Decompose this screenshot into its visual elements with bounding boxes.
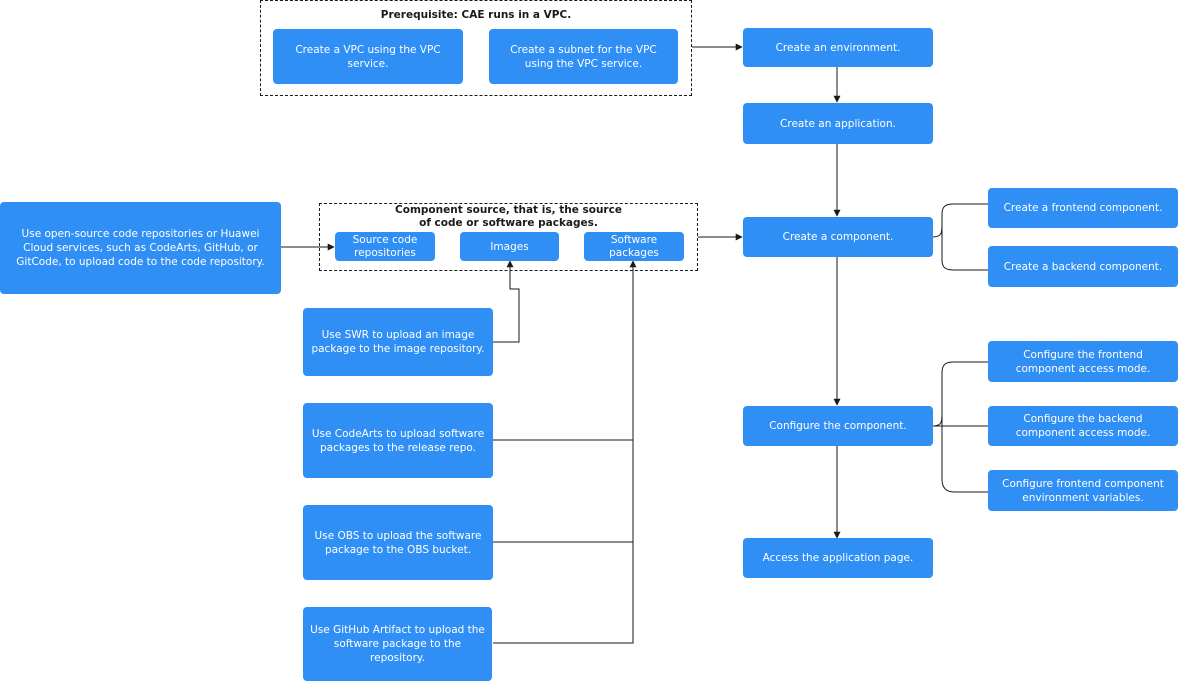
create-vpc-node: Create a VPC using the VPC service. [273, 29, 463, 84]
brace-create-component [931, 203, 988, 271]
open-source-upload-node: Use open-source code repositories or Hua… [0, 202, 281, 294]
create-frontend-node: Create a frontend component. [988, 188, 1178, 228]
create-component-node: Create a component. [743, 217, 933, 257]
create-backend-node: Create a backend component. [988, 246, 1178, 287]
configure-backend-access-node: Configure the backend component access m… [988, 406, 1178, 446]
configure-frontend-env-node: Configure frontend component environment… [988, 470, 1178, 511]
source-code-repos-node: Source code repositories [335, 232, 435, 261]
codearts-upload-node: Use CodeArts to upload software packages… [303, 403, 493, 478]
images-node: Images [460, 232, 559, 261]
prerequisite-title: Prerequisite: CAE runs in a VPC. [380, 9, 572, 21]
github-artifact-upload-node: Use GitHub Artifact to upload the softwa… [303, 607, 492, 681]
configure-frontend-access-node: Configure the frontend component access … [988, 341, 1178, 382]
arrow-swr-to-images [493, 260, 520, 343]
configure-component-node: Configure the component. [743, 406, 933, 446]
create-environment-node: Create an environment. [743, 28, 933, 67]
create-subnet-node: Create a subnet for the VPC using the VP… [489, 29, 678, 84]
software-packages-node: Software packages [584, 232, 684, 261]
component-source-group: Component source, that is, the source of… [319, 203, 698, 271]
create-application-node: Create an application. [743, 103, 933, 144]
arrow-artifact-to-packages [493, 260, 637, 644]
obs-upload-node: Use OBS to upload the software package t… [303, 505, 493, 580]
component-source-title: Component source, that is, the source of… [395, 204, 622, 229]
prerequisite-group: Prerequisite: CAE runs in a VPC. [260, 0, 692, 96]
brace-configure-component [931, 361, 988, 493]
access-page-node: Access the application page. [743, 538, 933, 578]
swr-upload-node: Use SWR to upload an image package to th… [303, 308, 493, 376]
